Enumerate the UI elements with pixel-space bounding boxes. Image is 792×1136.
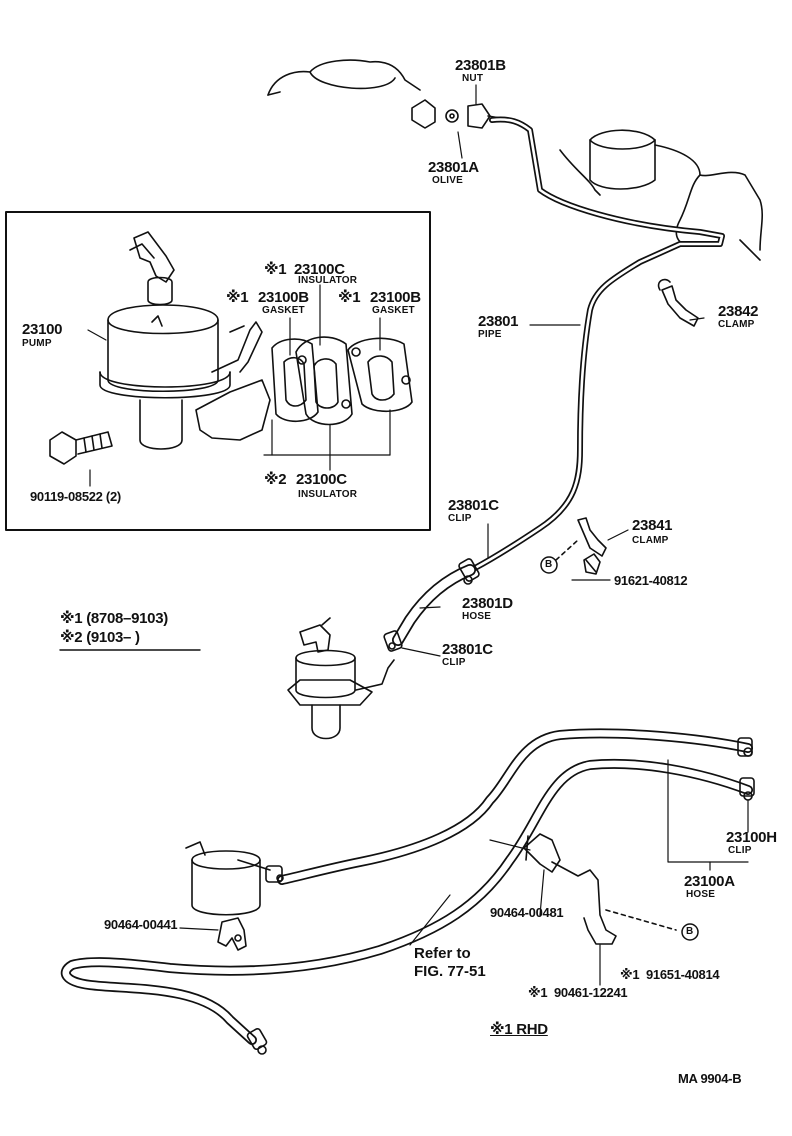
insulator-center [295,336,353,426]
clip-lower [383,630,403,652]
gasket-right [347,337,413,413]
clamp-23841 [577,517,607,575]
leader-lines [87,84,749,986]
note-refer-line2: FIG. 77-51 [414,963,486,980]
part-bolt-91621-number: 91621-40812 [614,573,688,588]
part-hose-23100a-name: HOSE [686,889,716,900]
part-clamp-23842-number: 23842 [718,303,759,320]
callout-b-2-label: B [686,926,694,937]
part-bolt-91651-number: 91651-40814 [646,967,720,982]
part-gasket-right-name: GASKET [372,305,415,316]
part-clip-upper-name: CLIP [448,513,472,524]
part-clip-lower-number: 23801C [442,641,493,658]
part-insulator-top-mark: ※1 [264,261,287,278]
part-gasket-left-name: GASKET [262,305,305,316]
part-hose-23801d-name: HOSE [462,611,492,622]
part-gasket-left-mark: ※1 [226,289,249,306]
part-clip-upper-number: 23801C [448,497,499,514]
part-nut-number: 23801B [455,57,506,74]
note-rhd: ※1 RHD [490,1021,548,1038]
callout-b-1-label: B [545,559,553,570]
engine-outline [267,59,763,261]
part-nut-name: NUT [462,73,484,84]
part-clamp-12241-number: 90461-12241 [554,985,628,1000]
clip-23100h-a [737,737,753,757]
part-clip-lower-name: CLIP [442,657,466,668]
part-clamp-00441-number: 90464-00441 [104,917,178,932]
part-clamp-00481-number: 90464-00481 [490,905,564,920]
hose-lower [60,758,753,1045]
pipe-23801 [472,116,725,571]
part-clamp-23842-name: CLAMP [718,319,755,330]
part-clamp-23841-name: CLAMP [632,535,669,546]
fuel-filter-lower [185,841,271,916]
note-refer-line1: Refer to [414,945,471,962]
part-gasket-right-mark: ※1 [338,289,361,306]
part-clip-23100h-name: CLIP [728,845,752,856]
part-bolt-number: 90119-08522 (2) [30,489,121,504]
leader-dash-b2 [605,909,677,931]
part-pump-name: PUMP [22,338,52,349]
clamp-00441 [217,917,247,951]
part-pipe-number: 23801 [478,313,519,330]
part-gasket-right-number: 23100B [370,289,421,306]
fuel-filter-middle [287,617,395,740]
part-insulator-bottom-name: INSULATOR [298,489,358,500]
clamp-23842 [657,278,699,327]
fitting-nut-olive [411,99,501,129]
part-hose-23801d-number: 23801D [462,595,513,612]
part-insulator-bottom-mark: ※2 [264,471,287,488]
part-bolt-91651-mark: ※1 [620,967,640,982]
callout-b-2 [681,923,699,941]
part-olive-name: OLIVE [432,175,464,186]
bolt-90119 [49,431,113,465]
clamp-00481 [523,833,617,945]
leader-dash-b1 [555,539,579,561]
inset-frame [5,211,431,531]
gasket-left [271,338,319,423]
figure-code: MA 9904-B [678,1071,742,1086]
part-clamp-12241-mark: ※1 [528,985,548,1000]
part-clip-23100h-number: 23100H [726,829,777,846]
part-pipe-name: PIPE [478,329,502,340]
fuel-pump-inset [99,231,271,450]
note-date-2: ※2 (9103– ) [60,629,140,646]
part-gasket-left-number: 23100B [258,289,309,306]
part-hose-23100a-number: 23100A [684,873,735,890]
part-insulator-bottom-number: 23100C [296,471,347,488]
clip-filter [265,865,284,883]
part-insulator-top-number: 23100C [294,261,345,278]
note-date-1: ※1 (8708–9103) [60,610,168,627]
part-insulator-top-name: INSULATOR [298,275,358,286]
part-pump-number: 23100 [22,321,63,338]
clip-hose-end [246,1028,268,1055]
part-olive-number: 23801A [428,159,479,176]
clip-upper [458,558,480,585]
callout-b-1 [540,556,558,574]
part-clamp-23841-number: 23841 [632,517,673,534]
